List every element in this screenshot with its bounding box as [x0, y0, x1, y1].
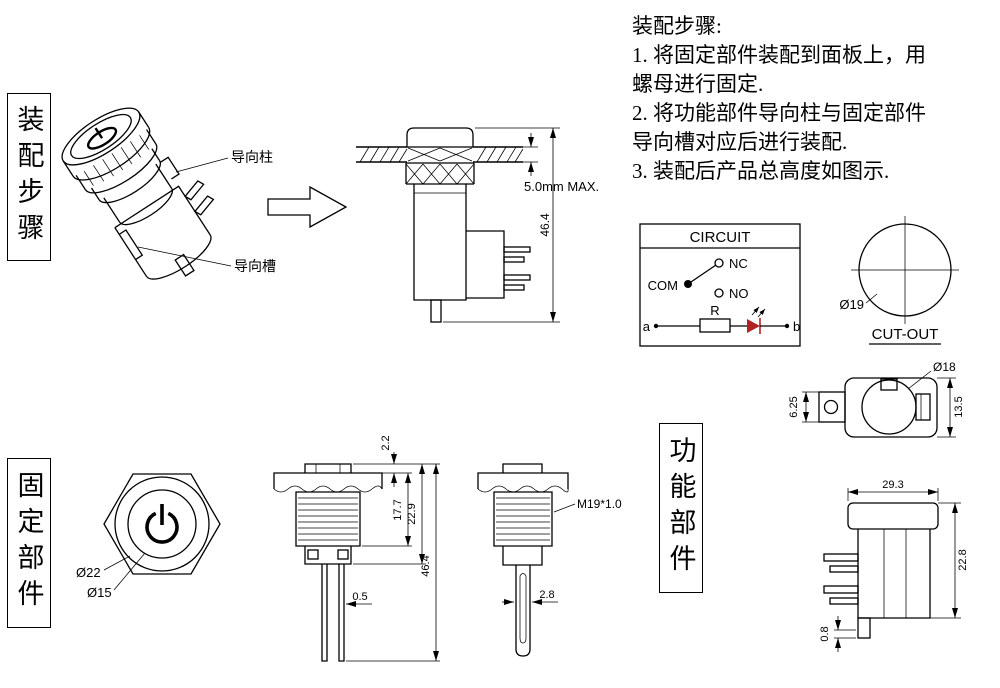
iso-switch-view: 导向柱 导向槽	[61, 107, 348, 280]
pin-offset-dim: 0.8	[819, 626, 831, 641]
instructions-title: 装配步骤:	[632, 14, 722, 38]
thread-hatch	[496, 497, 550, 541]
panel-thickness-dim: 5.0mm MAX.	[524, 179, 599, 194]
circuit-diagram: CIRCUIT NC COM NO R a b	[639, 223, 801, 347]
fixed-front-view: Ø22 Ø15	[76, 473, 221, 600]
inner-diameter-dim: Ø15	[87, 585, 112, 600]
no-label: NO	[729, 286, 749, 301]
power-icon	[145, 504, 179, 544]
instruction-line: 螺母进行固定.	[632, 72, 764, 96]
guide-slot-feature	[118, 229, 144, 261]
wave-washer	[407, 147, 473, 162]
panel-hatch	[359, 146, 524, 163]
terminal-b-label: b	[793, 319, 800, 334]
assembly-instructions: 装配步骤: 1. 将固定部件装配到面板上，用 螺母进行固定. 2. 将功能部件导…	[632, 12, 998, 186]
fixed-side-detail-view: 0.5 2.2 17.7 22.9 46.4	[273, 435, 440, 662]
panel-section	[356, 146, 523, 163]
guide-slot-label: 导向槽	[234, 259, 276, 275]
terminal-height-dim: 6.25	[788, 396, 800, 417]
circuit-title: CIRCUIT	[690, 229, 751, 246]
guide-post-label: 导向柱	[231, 150, 273, 166]
guide-post-feature	[160, 156, 180, 180]
instruction-line: 2. 将功能部件导向柱与固定部件	[632, 101, 926, 125]
function-detail-view: M19*1.0 2.8	[477, 463, 622, 657]
nc-label: NC	[729, 256, 748, 271]
function-top-view: Ø18 6.25 13.5	[788, 360, 965, 438]
resistor-label: R	[710, 303, 719, 318]
instruction-line: 导向槽对应后进行装配.	[632, 130, 848, 154]
instruction-line: 1. 将固定部件装配到面板上，用	[632, 43, 926, 67]
cutout-view: Ø19 CUT-OUT	[839, 216, 959, 345]
instruction-line: 3. 装配后产品总高度如图示.	[632, 159, 890, 183]
led-symbol	[747, 319, 760, 333]
thread-spec-dim: M19*1.0	[577, 497, 622, 511]
iso-switch-body	[61, 107, 215, 280]
total-length-dim: 46.4	[420, 555, 432, 576]
power-icon	[86, 126, 118, 150]
body-length-dim: 22.9	[406, 503, 418, 524]
direction-arrow-icon	[267, 185, 348, 229]
leg-thickness-dim: 0.5	[352, 591, 367, 603]
mounting-nut	[405, 162, 475, 185]
no-contact	[714, 288, 724, 298]
side-height-dim: 22.8	[957, 549, 969, 570]
total-height-dim: 46.4	[538, 213, 552, 237]
mounted-side-view: 5.0mm MAX. 46.4	[356, 127, 599, 323]
function-parts-panel-label: 功能部件	[659, 423, 703, 593]
terminal-a-label: a	[643, 319, 651, 334]
outer-diameter-dim: Ø22	[76, 565, 101, 580]
knurl-ticks	[83, 135, 150, 186]
nc-contact	[714, 258, 724, 268]
top-step-dim: 2.2	[380, 435, 392, 450]
function-side-view: 29.3 0.8 22.8	[819, 479, 969, 652]
hex-nut-outline	[103, 473, 221, 575]
com-label: COM	[648, 278, 678, 293]
cutout-label: CUT-OUT	[872, 326, 939, 343]
fixed-parts-panel-label: 固定部件	[7, 458, 51, 628]
body-height-dim: 13.5	[953, 396, 965, 417]
pin-width-dim: 2.8	[539, 589, 554, 601]
nut-hatch	[405, 163, 475, 185]
top-view-diameter-dim: Ø18	[933, 360, 956, 374]
body-width-dim: 29.3	[882, 479, 903, 491]
cutout-diameter-dim: Ø19	[839, 297, 864, 312]
thread-length-dim: 17.7	[392, 499, 404, 520]
assembly-steps-panel-label: 装配步骤	[7, 93, 51, 261]
resistor-symbol	[699, 318, 731, 333]
thread-hatch	[298, 497, 358, 541]
